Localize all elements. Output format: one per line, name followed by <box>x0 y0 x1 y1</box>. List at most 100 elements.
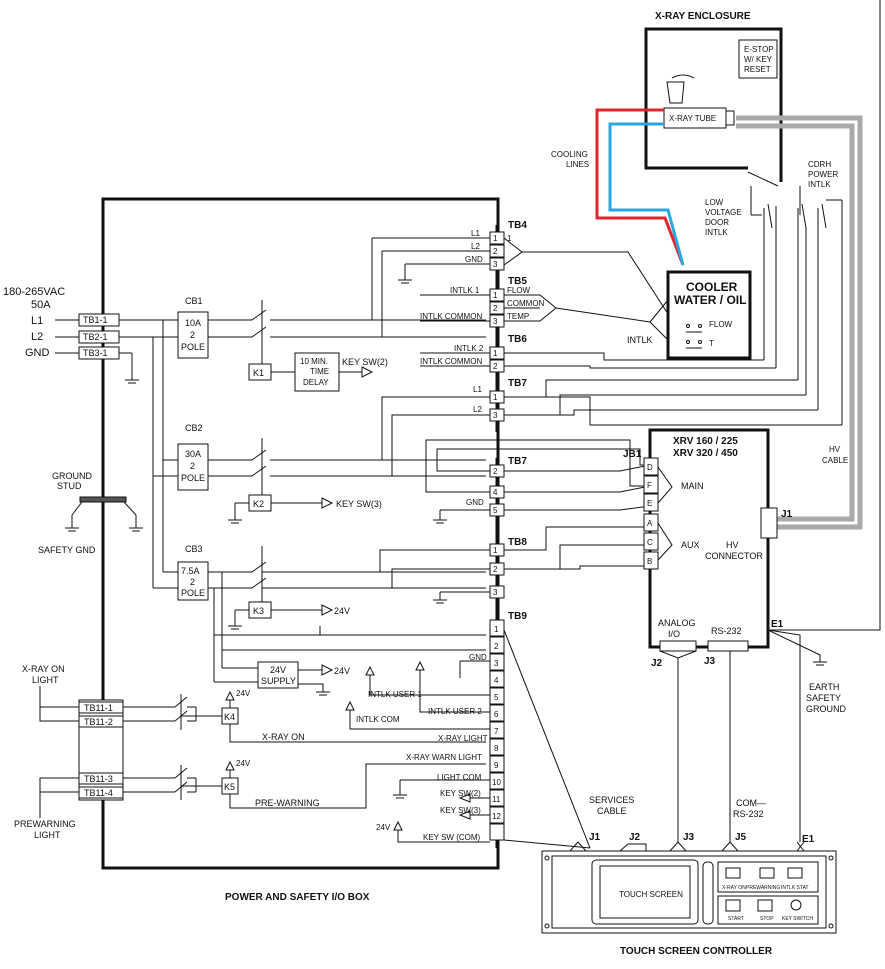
t-label: T <box>709 339 714 348</box>
cb1-box <box>177 311 209 359</box>
flow-label: FLOW <box>709 320 733 329</box>
tsc-j2-label: J2 <box>629 832 641 843</box>
xray-enclosure-title: X-RAY ENCLOSURE <box>655 11 751 22</box>
ground-icon <box>298 683 330 696</box>
tb11-1-label: TB11-1 <box>84 703 113 713</box>
tb6-pin-2: 2 <box>493 362 498 371</box>
tb9-pin-4: 4 <box>494 676 499 685</box>
xray-on-indicator[interactable] <box>725 867 741 879</box>
cooling-lines-label: LINES <box>566 160 589 169</box>
arrow-icon <box>321 664 334 676</box>
keysw3-label: KEY SW(3) <box>336 499 382 509</box>
supply-24v-label: 24V <box>270 665 286 675</box>
key-switch-icon[interactable] <box>790 899 802 911</box>
tsc-connectors <box>568 841 740 852</box>
cb3-label: CB3 <box>185 544 203 554</box>
k4-label: K4 <box>224 712 235 722</box>
tb9-pin-11: 11 <box>492 795 501 804</box>
tb9-pin-5: 5 <box>494 693 499 702</box>
prewarning-light-label: LIGHT <box>34 830 61 840</box>
tb4-label: TB4 <box>508 220 527 231</box>
tb8-wiring <box>262 526 650 604</box>
jb1-pin: D <box>647 463 653 472</box>
cooler-label: WATER / OIL <box>674 293 746 307</box>
tsc-j1-label: J1 <box>589 832 601 843</box>
tb2-label: TB2-1 <box>83 332 108 342</box>
screw-icon <box>544 923 550 929</box>
tb9-keysw-com: KEY SW (COM) <box>423 833 481 842</box>
tb4-gnd: GND <box>465 255 483 264</box>
cdrh-label: CDRH <box>808 160 831 169</box>
xrv-title: XRV 160 / 225 <box>673 436 738 447</box>
j3-connector <box>707 640 749 652</box>
tb6-intlk-common: INTLK COMMON <box>420 357 482 366</box>
tb9-keysw2: KEY SW(2) <box>440 789 481 798</box>
cb2-box <box>177 443 209 491</box>
jb1-label: JB1 <box>623 449 642 460</box>
intlk-stat-indicator[interactable] <box>787 867 803 879</box>
tb7-l1: L1 <box>473 385 482 394</box>
tb4-wiring <box>371 231 669 337</box>
tsc-j5-label: J5 <box>735 832 747 843</box>
keysw2-label: KEY SW(2) <box>342 357 388 367</box>
tb9-pin-6: 6 <box>494 710 499 719</box>
low-voltage-label: LOW <box>705 198 724 207</box>
j2-label: J2 <box>651 658 663 669</box>
tb9-pin-7: 7 <box>494 727 499 736</box>
prewarning-light-label: PREWARNING <box>14 819 76 829</box>
prewarning-button-label: PREWARNING <box>746 885 780 891</box>
time-delay-label: 10 MIN. <box>300 357 328 366</box>
com-rs232-label: RS-232 <box>733 809 764 819</box>
cb1-rating: POLE <box>181 342 205 352</box>
prewarning-indicator[interactable] <box>759 867 775 879</box>
cdrh-switch <box>747 171 779 187</box>
earth-ground-label: EARTH <box>809 682 839 692</box>
tb11-block <box>78 699 124 801</box>
tb9-pin-9: 9 <box>494 761 499 770</box>
tb7-label: TB7 <box>508 378 527 389</box>
prewarning-wire <box>229 763 486 809</box>
power-box-title: POWER AND SAFETY I/O BOX <box>225 892 370 903</box>
tb4-l2: L2 <box>471 242 480 251</box>
supply-24v-box <box>257 661 299 689</box>
hv-cable-upper <box>736 115 863 530</box>
estop-label: W/ KEY <box>744 55 773 64</box>
tsc-e1-label: E1 <box>802 834 815 845</box>
cb3-box <box>177 561 209 601</box>
tb4-pin-1: 1 <box>493 234 498 243</box>
cooler-intlk-fan <box>649 299 669 341</box>
stop-button[interactable] <box>757 899 773 912</box>
analog-io-label: I/O <box>668 629 680 639</box>
tb7b-pin-2: 2 <box>493 467 498 476</box>
cb3-rating: 7.5A <box>181 566 200 576</box>
tb5-flow: FLOW <box>507 286 531 295</box>
start-button[interactable] <box>725 899 741 912</box>
cdrh-label: INTLK <box>808 180 831 189</box>
main-bracket <box>657 466 673 504</box>
e1-label: E1 <box>771 619 784 630</box>
hv-connector-label: CONNECTOR <box>705 551 763 561</box>
cb2-rating: 2 <box>190 461 195 471</box>
tb9-intlk-user2: INTLK USER 2 <box>428 707 482 716</box>
cb3-rating: POLE <box>181 588 205 598</box>
cooler-box <box>666 270 752 360</box>
cb2-label: CB2 <box>185 423 203 433</box>
tb9-pin-3: 3 <box>494 659 499 668</box>
xray-on-label: X-RAY ON <box>262 732 305 742</box>
tb1-label: TB1-1 <box>83 315 108 325</box>
tb9-gnd: GND <box>469 653 487 662</box>
tb9-intlk-com: INTLK COM <box>356 715 400 724</box>
touch-screen[interactable] <box>599 865 691 919</box>
jb1-pin: B <box>647 557 652 566</box>
supply-wiring <box>55 319 178 589</box>
jb1-pin: C <box>647 538 653 547</box>
xray-enclosure <box>644 27 783 182</box>
k5-24v-label: 24V <box>236 759 251 768</box>
k1-label: K1 <box>253 368 264 378</box>
screw-icon <box>828 855 834 861</box>
tb4-l1: L1 <box>471 229 480 238</box>
estop-label: RESET <box>744 65 771 74</box>
supply-24v-out-label: 24V <box>334 666 350 676</box>
tb4-pin-3: 3 <box>493 260 498 269</box>
xray-on-light-label: X-RAY ON <box>22 664 65 674</box>
